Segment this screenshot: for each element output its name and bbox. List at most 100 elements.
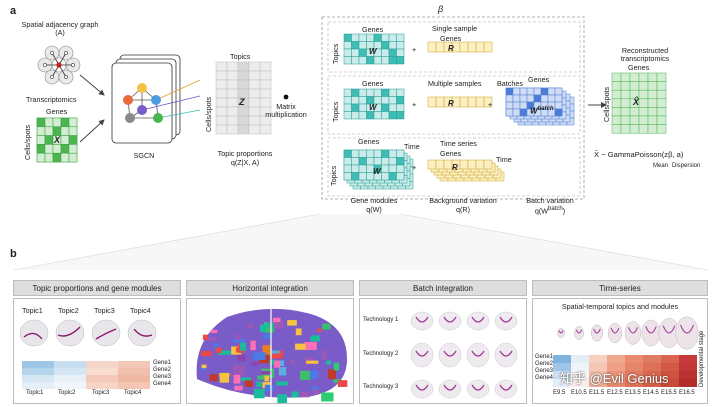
topic-proportions-caption: Topic proportions [217,149,273,158]
brain-section-image [196,308,348,403]
matrix-mult-2: multiplication [265,110,307,119]
batch-q: q(Wbatch) [534,206,566,216]
time-gene-4: Gene4 [535,375,554,381]
time-gene-3: Gene3 [535,368,554,374]
row2-batch-genes: Genes [528,75,550,84]
row3-topics: Topics [329,165,338,186]
gene-modules-q: q(W) [366,205,382,214]
row1-genes: Genes [362,25,384,34]
topic-top-1: Topic1 [22,306,43,315]
sgcn-block [111,54,181,144]
row1-topics: Topics [331,43,340,64]
panel-batch-body: Technology 1 Technology 2 Technology 3 [359,298,527,404]
row1-w: W [369,47,377,56]
background-q: q(R) [456,205,470,214]
batches-label: Batches [497,79,523,88]
time-gene-1: Gene1 [535,354,554,360]
row2-w: W [369,103,377,112]
z-symbol: Z [239,97,245,107]
topic-gene-3: Gene3 [153,374,172,380]
output-title-2: transcriptomics [620,54,670,63]
topic-proportions-q: q(Z|X, A) [230,158,260,167]
row3-genes: Genes [358,137,380,146]
output-title-1: Reconstructed [621,46,669,55]
panel-topic-body: Topic1 Topic2 Topic3 Topic4 Gene1 Gene2 … [13,298,181,404]
stage-5: E13.5 [625,390,641,396]
row3-r-time: Time [496,155,512,164]
background-caption: Background variation [429,196,497,205]
topic-gene-1: Gene1 [153,360,172,366]
panel-label-a: a [10,5,17,17]
x-cells-label: Cells/spots [23,124,32,160]
topic-bottom-2: Topic2 [58,390,76,396]
topics-cells-label: Cells/spots [204,96,213,132]
row1-r: R [448,44,454,53]
gene-modules-caption: Gene modules [350,196,398,205]
panel-horizontal-body [186,298,354,404]
x-genes-label: Genes [46,107,68,116]
mean-label: Mean [653,163,669,169]
developmental-stage-label: Developmental stage [699,330,705,387]
technology-2: Technology 2 [363,351,399,357]
row1-r-genes: Genes [440,34,462,43]
panel-horizontal-header: Horizontal integration [186,280,354,296]
panel-topic-header: Topic proportions and gene modules [13,280,181,296]
center-node [56,62,62,68]
topic-gene-2: Gene2 [153,367,172,373]
beta-symbol: β [438,4,444,14]
topic-bottom-1: Topic1 [26,390,44,396]
topic-bottom-4: Topic4 [124,390,142,396]
sgcn-label: SGCN [133,151,155,160]
batch-panel-graphics [410,311,518,399]
batch-caption: Batch variation [526,196,574,205]
stage-2: E10.5 [571,390,587,396]
z-matrix [215,61,272,135]
stage-4: E12.5 [607,390,623,396]
row2-genes: Genes [362,79,384,88]
output-formula: X̂ ~ GammaPoisson(zβ, a) [594,150,684,159]
row2-topics: Topics [331,101,340,122]
time-panel-graphics [553,316,699,387]
graph-label: Spatial adjacency graph (A) [21,20,99,38]
stage-7: E15.5 [661,390,677,396]
multi-samples-title: Multiple samples [428,79,482,88]
matrix-mult-1: Matrix [276,102,296,111]
topic-top-4: Topic4 [130,306,151,315]
xhat-symbol: X̂ [633,97,640,107]
output-cells: Cells/spots [602,86,611,122]
stage-3: E11.5 [589,390,605,396]
time-series-title: Time series [440,139,477,148]
row3-r-genes: Genes [440,149,462,158]
dispersion-label: Dispersion [672,163,701,169]
x-symbol: X [54,135,61,145]
topic-panel-graphics [19,319,157,389]
row2-wbatch: Wbatch [530,106,554,116]
stage-6: E14.5 [643,390,659,396]
technology-1: Technology 1 [363,317,399,323]
topic-top-3: Topic3 [94,306,115,315]
technology-3: Technology 3 [363,384,399,390]
output-genes: Genes [628,63,650,72]
row3-w: W [373,167,381,176]
time-panel-title: Spatial-temporal topics and modules [561,302,679,311]
panel-batch-header: Batch integration [359,280,527,296]
row3-time: Time [404,142,420,151]
topic-bottom-3: Topic3 [92,390,110,396]
row2-plus2: + [488,100,493,109]
stage-1: E9.5 [553,390,566,396]
panel-time-header: Time-series [532,280,708,296]
row2-plus1: + [412,100,417,109]
row2-r: R [448,99,454,108]
row3-plus: + [412,163,417,172]
topics-title: Topics [230,52,251,61]
row3-r: R [452,163,458,172]
panel-time-body: Spatial-temporal topics and modules Gene… [532,298,708,404]
stage-8: E16.5 [679,390,695,396]
watermark: 知乎 @Evil Genius [560,371,669,386]
single-sample-title: Single sample [432,24,478,33]
panel-label-b: b [10,248,17,260]
transcriptomics-label: Transcriptomics [26,95,77,104]
row1-plus: + [412,45,417,54]
topic-gene-4: Gene4 [153,381,172,387]
